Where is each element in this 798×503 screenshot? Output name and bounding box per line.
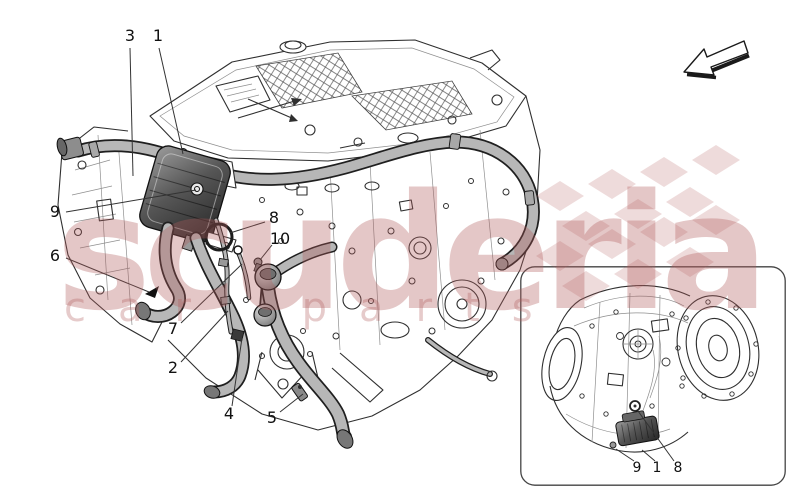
hose-long <box>56 133 534 271</box>
inset-gearbox <box>541 285 760 453</box>
leader-line-main-2 <box>180 310 229 363</box>
leader-line-main-7 <box>180 263 243 324</box>
valve-cover <box>149 39 527 162</box>
leader-line-main-3 <box>129 47 134 177</box>
leader-line-main-10 <box>259 244 273 261</box>
inset-module <box>609 400 660 449</box>
callout-main-5[interactable]: 5 <box>266 408 278 427</box>
o-ring <box>204 222 234 252</box>
callout-main-2[interactable]: 2 <box>167 358 179 377</box>
callout-main-9[interactable]: 9 <box>49 202 61 221</box>
leader-line-main-9 <box>65 189 197 213</box>
callout-inset-1[interactable]: 1 <box>652 460 662 476</box>
inset-box <box>520 266 786 486</box>
gearbox-case <box>57 126 169 343</box>
leader-line-main-4 <box>231 337 243 407</box>
callout-main-1[interactable]: 1 <box>152 26 164 45</box>
direction-arrow-icon <box>683 40 750 80</box>
leader-line-inset-8 <box>637 410 675 462</box>
callout-main-8[interactable]: 8 <box>268 208 280 227</box>
leader-line-inset-9 <box>615 448 635 462</box>
leader-line-main-5 <box>279 393 304 413</box>
leader-line-inset-1 <box>641 449 656 462</box>
coolant-pipes <box>213 217 252 342</box>
callout-main-4[interactable]: 4 <box>223 404 235 423</box>
callout-inset-8[interactable]: 8 <box>673 460 683 476</box>
callout-inset-9[interactable]: 9 <box>632 460 642 476</box>
callout-main-6[interactable]: 6 <box>49 246 61 265</box>
pointer-6-arrowhead <box>145 286 159 298</box>
callout-main-3[interactable]: 3 <box>124 26 136 45</box>
hose-cooler-down <box>196 238 243 399</box>
leader-line-main-8 <box>229 221 266 234</box>
callout-main-10[interactable]: 10 <box>269 229 291 248</box>
callout-main-7[interactable]: 7 <box>167 319 179 338</box>
hose-lower-left <box>135 228 180 322</box>
leader-line-main-6 <box>65 257 150 293</box>
leader-line-main-1 <box>158 47 184 155</box>
hose-main-right <box>253 247 354 449</box>
pipe-sensor <box>230 328 245 342</box>
